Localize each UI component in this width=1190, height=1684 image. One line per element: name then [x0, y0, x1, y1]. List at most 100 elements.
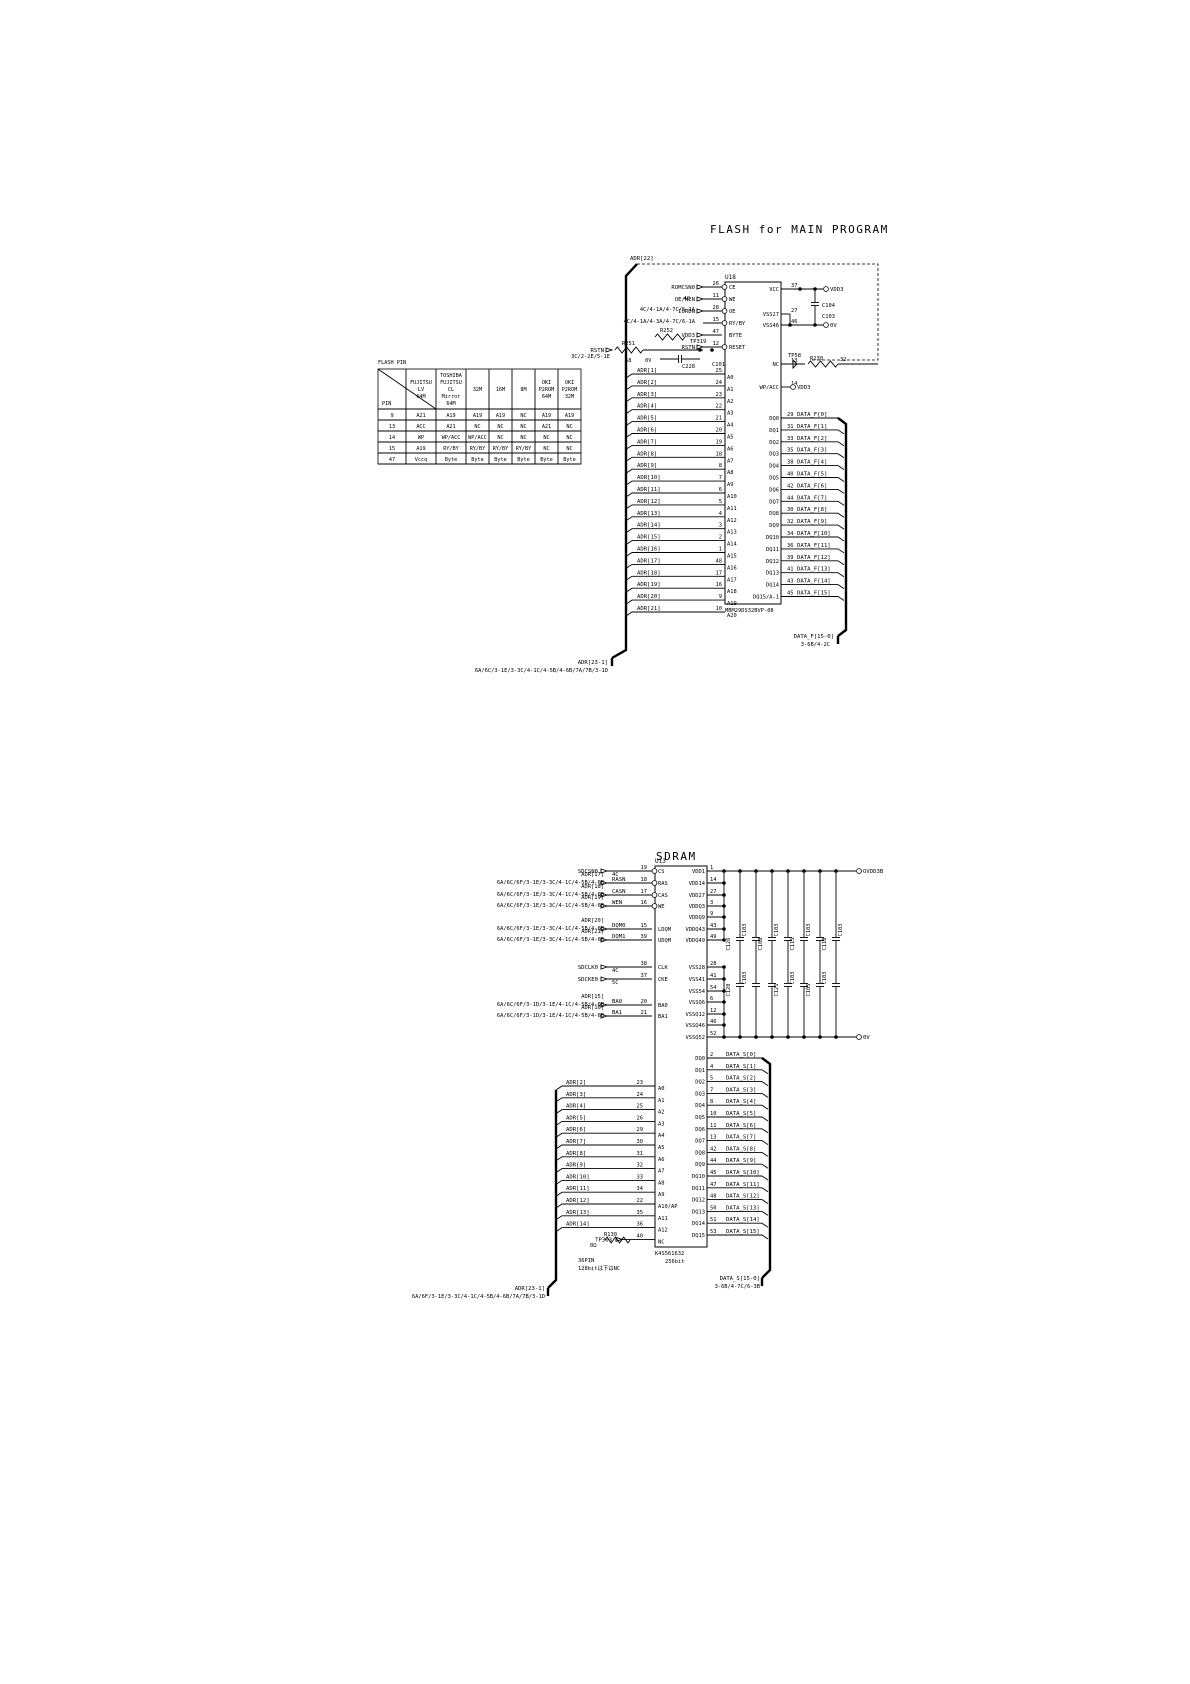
sdram-data-net: DATA_S[5] [726, 1111, 756, 1117]
flash-table-cell: ACC [416, 424, 425, 430]
flash-data-pin-name: DQ3 [769, 452, 779, 458]
flash-data-pin-name: DQ6 [769, 487, 779, 493]
flash-address-pin-num: 23 [716, 392, 723, 398]
cap-gap [816, 937, 824, 941]
sdram-ctrl-ref: 6A/6C/6F/3-1E/3-3C/4-1C/4-5B/4-6B [497, 937, 604, 943]
flash-address-pin-num: 5 [719, 499, 722, 505]
flash-data-pin-name: DQ5 [769, 476, 779, 482]
flash-part-label: R252 [660, 328, 673, 334]
resistor-symbol [614, 346, 644, 354]
sdram-address-pin-num: 29 [637, 1127, 644, 1133]
flash-table-cell: A19 [496, 413, 505, 419]
flash-ctrl-net: ROMCSN0 [671, 285, 695, 291]
sdram-power-pin-num: 12 [710, 1008, 717, 1014]
flash-address-pin-name: A17 [727, 577, 737, 583]
sdram-cap-label: C108 [758, 938, 764, 951]
sdram-data-wire [707, 1116, 769, 1122]
input-arrow [600, 937, 609, 943]
flash-address-pin-num: 10 [716, 606, 723, 612]
flash-address-net: ADR[5] [637, 416, 657, 422]
sdram-data-pin-num: 4 [710, 1064, 713, 1070]
sdram-data-pin-name: DQ0 [695, 1056, 705, 1062]
flash-address-wire [625, 373, 725, 379]
sdram-address-net: ADR[8] [566, 1151, 586, 1157]
sdram-chip-body [654, 865, 708, 1248]
flash-address-pin-num: 18 [716, 451, 723, 457]
sdram-power-pin-num: 52 [710, 1031, 717, 1037]
sdram-address-pin-num: 34 [637, 1186, 644, 1192]
sdram-power-pin-name: VDD27 [689, 893, 705, 899]
flash-ctrl-pin-num: 28 [713, 305, 720, 311]
flash-power-part: C104 [822, 303, 835, 309]
flash-data-pin-num: 43 [787, 579, 794, 585]
sdram-ctrl-ref: 6A/6C/6F/3-1E/3-3C/4-1C/4-5B/4-6B [497, 892, 604, 898]
flash-ctrl-note: 4C/4-1A/4-3A/4-7C/6-1A [624, 319, 696, 325]
flash-table-header: 16M [496, 387, 505, 393]
sdram-address-wire [555, 1179, 655, 1185]
flash-address-pin-name: A12 [727, 518, 737, 524]
sdram-ctrl-ref: 6A/6C/6F/3-1E/3-3C/4-1C/4-5B/4-6B [497, 926, 604, 932]
input-arrow [600, 868, 609, 874]
flash-address-net: ADR[2] [637, 380, 657, 386]
sdram-data-wire [707, 1151, 769, 1157]
flash-table-cell: A19 [416, 446, 425, 452]
sdram-data-pin-num: 42 [710, 1146, 717, 1152]
sdram-address-wire [555, 1168, 655, 1173]
sdram-ground-net: 0V [863, 1035, 870, 1041]
flash-data-bus-label: DATA_F[15-0] [794, 634, 834, 640]
flash-table-cell: A19 [473, 413, 482, 419]
flash-part-label: C101 [712, 362, 725, 368]
flash-data-wire [781, 584, 845, 589]
sdram-data-pin-name: DQ4 [695, 1103, 705, 1109]
flash-ctrl-pin-num: 12 [713, 341, 720, 347]
inversion-bubble [721, 296, 728, 302]
flash-table-cell: Byte [540, 457, 553, 463]
sdram-ctrl-pin-num: 21 [641, 1010, 648, 1016]
sdram-ctrl-note: 4C [612, 872, 619, 878]
flash-address-net: ADR[21] [637, 606, 661, 612]
flash-address-pin-num: 7 [719, 475, 722, 481]
sdram-data-wire [707, 1163, 769, 1169]
sdram-address-pin-name: A3 [658, 1121, 665, 1127]
flash-address-pin-name: A6 [727, 446, 734, 452]
sdram-ctrl-net: DQM1 [612, 934, 625, 940]
input-arrow [696, 296, 705, 302]
flash-address-pin-num: 48 [716, 558, 723, 564]
sdram-data-pin-name: DQ6 [695, 1127, 705, 1133]
sdram-address-net: ADR[3] [566, 1092, 586, 1098]
sdram-cap-label: C120 [726, 984, 732, 997]
cap-gap [816, 983, 824, 987]
flash-ctrl-pin-num: 26 [713, 281, 720, 287]
flash-address-pin-num: 20 [716, 428, 723, 434]
sdram-data-bus [761, 1057, 772, 1279]
flash-address-wire [625, 552, 725, 557]
sdram-cap-label: C121 [774, 984, 780, 997]
sdram-data-wire [707, 1140, 769, 1145]
sdram-ctrl-adr: ADR[16] [581, 1005, 604, 1011]
sdram-data-wire [707, 1092, 769, 1098]
sdram-power-pin-name: VSS41 [689, 977, 705, 983]
flash-table-cell: Byte [471, 457, 484, 463]
flash-part-label: 68 [625, 358, 632, 364]
sdram-ctrl-note: 4C [612, 968, 619, 974]
flash-part-label: 0V [645, 358, 652, 364]
flash-data-wire [781, 488, 845, 494]
flash-table-cell: Byte [445, 457, 458, 463]
input-arrow [600, 1013, 609, 1019]
sdram-data-net: DATA_S[6] [726, 1123, 756, 1129]
sdram-ctrl-net: SDCSN0 [578, 869, 598, 875]
sdram-tp-label: TP303 [595, 1237, 612, 1243]
flash-table-cell: NC [520, 413, 526, 419]
flash-address-pin-num: 16 [716, 582, 723, 588]
flash-data-pin-name: DQ10 [766, 535, 779, 541]
flash-ctrl-pin-name: CE [729, 285, 736, 291]
flash-data-pin-num: 45 [787, 591, 794, 597]
flash-address-net: ADR[17] [637, 558, 661, 564]
flash-address-wire [625, 599, 725, 605]
cap-gap [800, 937, 808, 941]
vdd-terminal [856, 868, 862, 874]
flash-data-bus-ref: 3-6B/4-2C [801, 642, 830, 648]
sdram-ctrl-ref: 6A/6C/6F/3-1D/3-1E/4-1C/4-5B/4-6B [497, 1013, 604, 1019]
sdram-ctrl-pin-name: WE [658, 904, 665, 910]
